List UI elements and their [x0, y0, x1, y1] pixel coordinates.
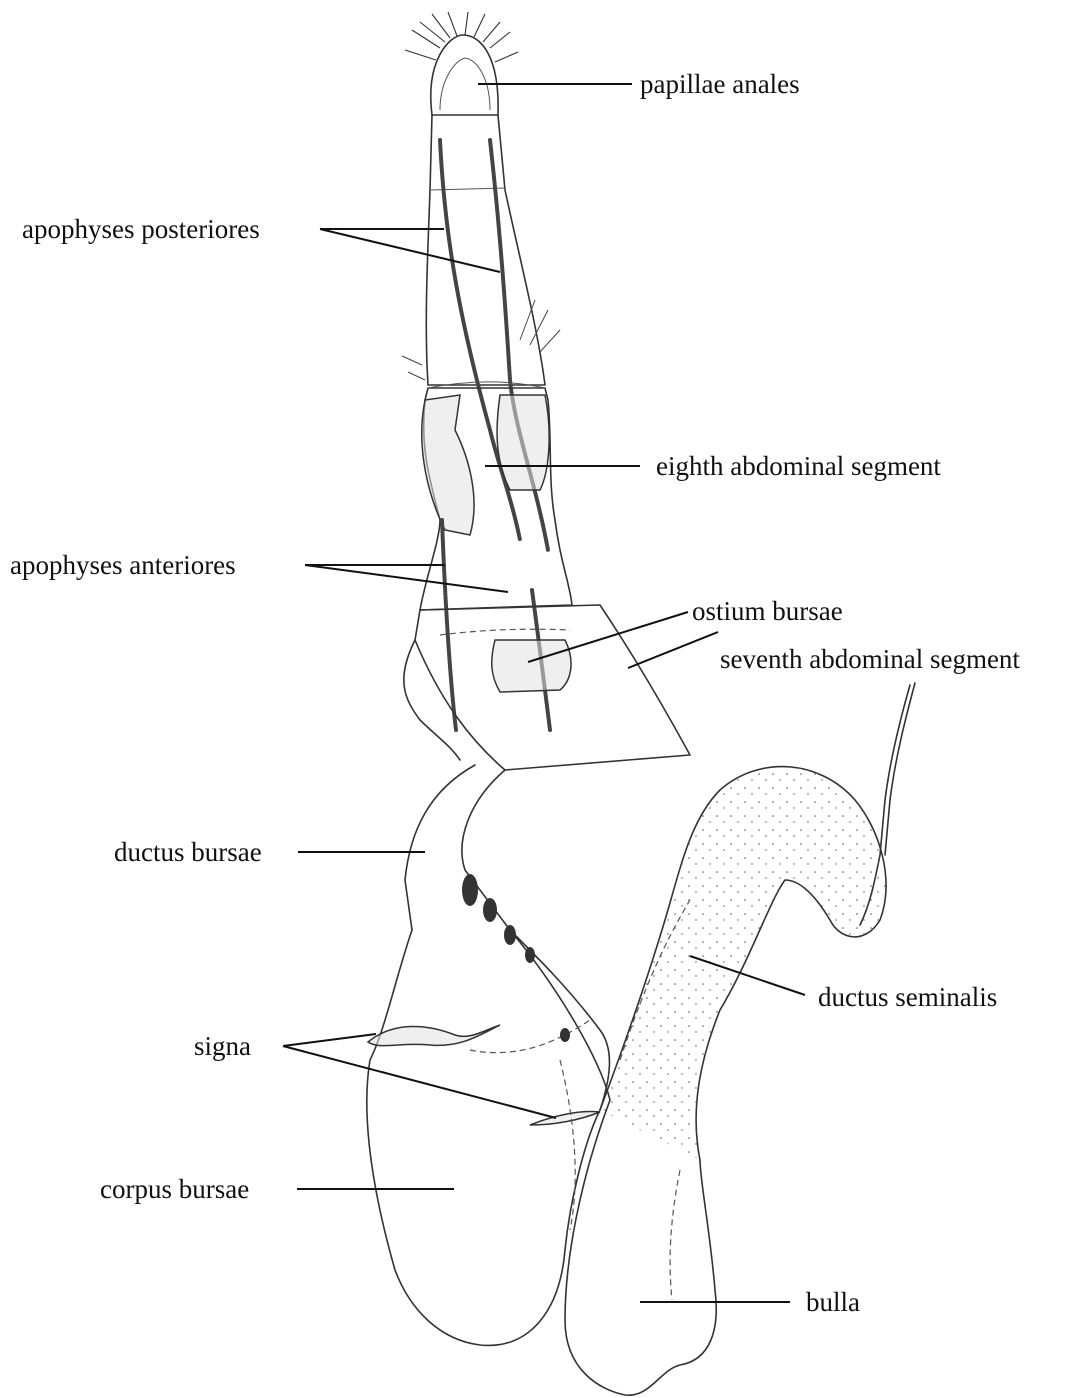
leader-apophyses-posteriores-2: [320, 229, 500, 272]
leader-apophyses-anteriores-2: [305, 565, 508, 592]
label-ductus-seminalis: ductus seminalis: [818, 984, 997, 1011]
label-apophyses-posteriores: apophyses posteriores: [22, 216, 260, 243]
label-signa: signa: [194, 1033, 251, 1060]
label-apophyses-anteriores: apophyses anteriores: [10, 552, 236, 579]
corpus-bursae-shape: [367, 874, 610, 1345]
label-papillae-anales: papillae anales: [640, 71, 800, 98]
label-eighth-abdominal-segment: eighth abdominal segment: [656, 453, 941, 480]
ovipositor-tube-shape: [402, 115, 560, 385]
label-bulla: bulla: [806, 1289, 860, 1316]
leader-seventh-segment: [628, 632, 718, 668]
label-seventh-abdominal-segment: seventh abdominal segment: [720, 646, 1020, 673]
ductus-seminalis-shape: [600, 683, 915, 1160]
label-ductus-bursae: ductus bursae: [114, 839, 262, 866]
leader-signa-2: [283, 1046, 556, 1118]
label-corpus-bursae: corpus bursae: [100, 1176, 249, 1203]
papillae-anales-shape: [405, 12, 518, 115]
label-ostium-bursae: ostium bursae: [692, 598, 843, 625]
leader-signa-1: [283, 1034, 376, 1046]
